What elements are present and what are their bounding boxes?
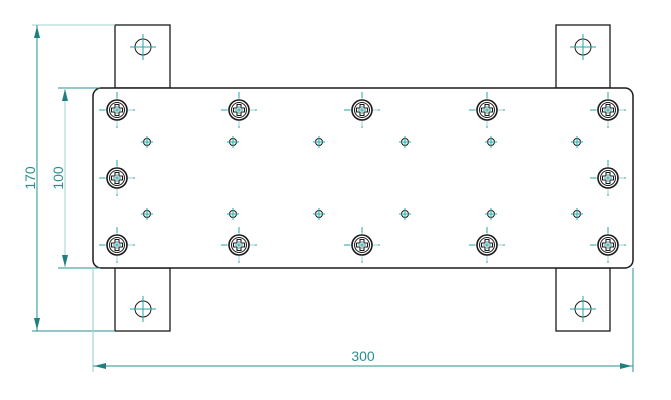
phillips-screw-icon [99, 92, 135, 128]
phillips-screw-icon [590, 160, 626, 196]
small-holes [141, 136, 583, 220]
dimension-overall-height: 170 [22, 24, 115, 332]
dim-300-label: 300 [351, 348, 375, 364]
tab-hole-icon [570, 296, 596, 322]
small-hole-icon [227, 136, 239, 148]
mounting-tab [555, 24, 611, 89]
small-hole-icon [399, 136, 411, 148]
dim-100-label: 100 [50, 166, 66, 190]
phillips-screw-icon [590, 92, 626, 128]
mounting-tab [555, 267, 611, 332]
small-hole-icon [141, 208, 153, 220]
mounting-tabs [114, 24, 611, 332]
small-hole-icon [485, 136, 497, 148]
small-hole-icon [571, 208, 583, 220]
dimension-width: 300 [92, 268, 634, 372]
phillips-screw-icon [590, 227, 626, 263]
mounting-plate [92, 87, 634, 269]
small-hole-icon [485, 208, 497, 220]
screw-heads [99, 92, 626, 263]
phillips-screw-icon [344, 227, 380, 263]
phillips-screw-icon [99, 160, 135, 196]
phillips-screw-icon [469, 227, 505, 263]
phillips-screw-icon [469, 92, 505, 128]
small-hole-icon [313, 136, 325, 148]
tab-hole-icon [570, 34, 596, 60]
small-hole-icon [313, 208, 325, 220]
tab-hole-icon [130, 34, 156, 60]
dim-170-label: 170 [22, 166, 38, 190]
small-hole-icon [571, 136, 583, 148]
small-hole-icon [227, 208, 239, 220]
small-hole-icon [399, 208, 411, 220]
small-hole-icon [141, 136, 153, 148]
phillips-screw-icon [221, 92, 257, 128]
mounting-tab [114, 267, 171, 332]
mounting-tab [114, 24, 171, 89]
phillips-screw-icon [221, 227, 257, 263]
phillips-screw-icon [344, 92, 380, 128]
tab-hole-icon [130, 296, 156, 322]
dimension-plate-height: 100 [50, 87, 100, 269]
phillips-screw-icon [99, 227, 135, 263]
